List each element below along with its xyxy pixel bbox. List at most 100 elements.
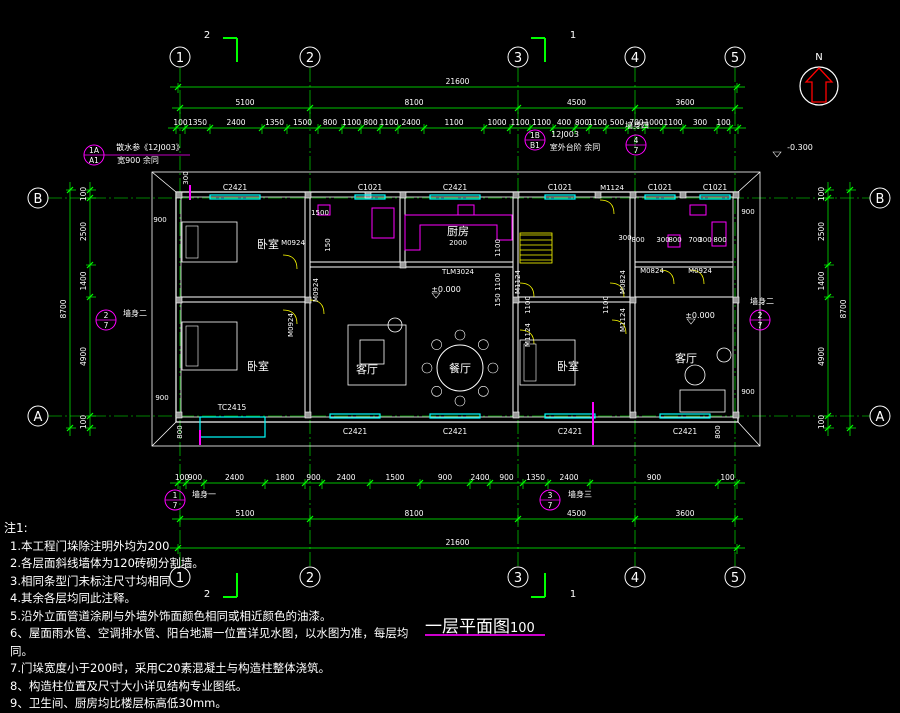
dim-left-tick (86, 186, 94, 194)
door-swing-3 (519, 282, 535, 298)
dim-bottom-l1-tick (182, 479, 190, 487)
door-label-3: M1124 (514, 270, 522, 294)
dim-top-l2-tick (181, 124, 189, 132)
dim-bottom-l1-tick (466, 479, 474, 487)
title-underline (425, 634, 545, 636)
wash-basin-right (689, 204, 707, 216)
door-label-4: M0824 (619, 270, 627, 294)
door-label-top: M1124 (600, 184, 624, 192)
dim-right-tick (824, 261, 832, 269)
dim-top-l2-label: 1500 (293, 118, 312, 127)
misc-dim-3: 300 (656, 236, 669, 244)
callout-1b-top: 1B (530, 131, 540, 140)
window-0 (209, 194, 261, 200)
door-label-5: M0824 (640, 267, 664, 275)
callout-1a-top: 1A (89, 146, 100, 155)
dim-bottom-l1-tick (200, 479, 208, 487)
kitchen-stove (457, 204, 475, 216)
dim-bottom-l1-label: 100 (720, 473, 735, 482)
axis-bubble-3 (507, 46, 529, 68)
dim-right-label: 2500 (817, 222, 826, 241)
callout-47-label: 墙身四 (625, 120, 649, 130)
callout-1a-text1: 散水参《12J003》 (116, 142, 184, 152)
misc-dim-15: 2000 (449, 239, 467, 247)
elevation-dining: ±0.000 (431, 285, 461, 294)
dim-bottom-l2-label: 3600 (675, 509, 694, 518)
drawing-title: 一层平面图100 (425, 612, 535, 637)
dim-bottom-l1-tick (544, 479, 552, 487)
axis-label-4: 4 (631, 51, 639, 66)
dim-top-l2-tick (258, 124, 266, 132)
exterior-wall-outer (175, 191, 739, 423)
dim-top-l2-tick (571, 124, 579, 132)
column (629, 296, 637, 304)
note-item: 4.其余各层均同此注释。 (10, 591, 136, 605)
axis-bubble-5 (724, 566, 746, 588)
sofa-right (679, 389, 726, 413)
dining-chair (487, 362, 499, 374)
elevation-outdoor: -0.300 (787, 143, 813, 152)
roof-corner (151, 421, 177, 447)
misc-dim-16: 150 (324, 238, 332, 251)
misc-dim-2: 800 (631, 236, 644, 244)
bed-2 (519, 339, 576, 386)
column (679, 191, 687, 199)
note-item: 2.各层面斜线墙体为120砖砌分割墙。 (10, 556, 204, 570)
dim-right-label: 4900 (817, 347, 826, 366)
axis-bubble-B (27, 187, 49, 209)
dim-bottom-l1-label: 2400 (470, 473, 489, 482)
section-mark-bottom_left: 2 (204, 589, 210, 600)
dim-bottom-l1-label: 900 (647, 473, 662, 482)
callout-27-left-top: 2 (104, 311, 109, 320)
callout-47-top: 4 (634, 136, 639, 145)
dim-bottom-l1-label: 900 (188, 473, 203, 482)
dim-bottom-l1-tick (416, 479, 424, 487)
dim-top-l2-tick (480, 124, 488, 132)
dim-bottom-l1-tick (366, 479, 374, 487)
dim-bottom-l1-label: 900 (499, 473, 514, 482)
title-text: 一层平面图 (425, 617, 510, 637)
window-label-3: C1021 (548, 183, 573, 192)
callout-27-left-bottom: 7 (104, 321, 109, 330)
dim-top-l2-label: 1350 (188, 118, 207, 127)
axis-bubble-A (27, 405, 49, 427)
dim-top-l2-tick (602, 124, 610, 132)
dim-right-label: 100 (817, 415, 826, 430)
bed-pillow-1 (185, 325, 199, 367)
window-label-8: C2421 (558, 427, 583, 436)
dim-bottom-l1-label: 2400 (336, 473, 355, 482)
dining-chair (431, 386, 442, 397)
elevation-mark (772, 151, 782, 158)
door-label-2: M0924 (312, 278, 320, 302)
dim-top-l2-label: 800 (363, 118, 378, 127)
dim-top-l2-label: 100 (716, 118, 731, 127)
note-item: 3.相同条型门未标注尺寸均相同 (10, 573, 171, 588)
misc-dim-18: 1100 (494, 273, 502, 291)
misc-dim-13: 800 (714, 425, 722, 438)
room-label-6: 客厅 (675, 351, 697, 365)
column (175, 191, 183, 199)
misc-dim-14: 1500 (311, 209, 329, 217)
section-mark-top_left: 2 (204, 30, 210, 41)
bed-pillow-2 (523, 343, 537, 382)
axis-label-4: 4 (631, 571, 639, 586)
dim-bottom-l1-tick (174, 479, 182, 487)
dim-left-label: 100 (79, 415, 88, 430)
note-item: 1.本工程门垛除注明外均为200 (10, 538, 170, 553)
dim-left-label: 1400 (79, 271, 88, 290)
callout-17-top: 1 (173, 491, 178, 500)
north-label: N (815, 52, 822, 63)
dining-chair (431, 339, 442, 350)
dim-bottom-total-tick (174, 544, 182, 552)
axis-bubble-4 (624, 566, 646, 588)
dim-top-l2-label: 400 (557, 118, 572, 127)
axis-label-5: 5 (731, 571, 739, 586)
dim-left-total-label: 8700 (59, 299, 68, 318)
window-2 (429, 194, 481, 200)
dim-top-l2-tick (357, 124, 365, 132)
dim-top-l2-tick (679, 124, 687, 132)
dim-top-l2-label: 2400 (401, 118, 420, 127)
roof-corner (151, 171, 177, 193)
callout-27-left-label: 墙身二 (123, 308, 147, 318)
window-4 (644, 194, 676, 200)
